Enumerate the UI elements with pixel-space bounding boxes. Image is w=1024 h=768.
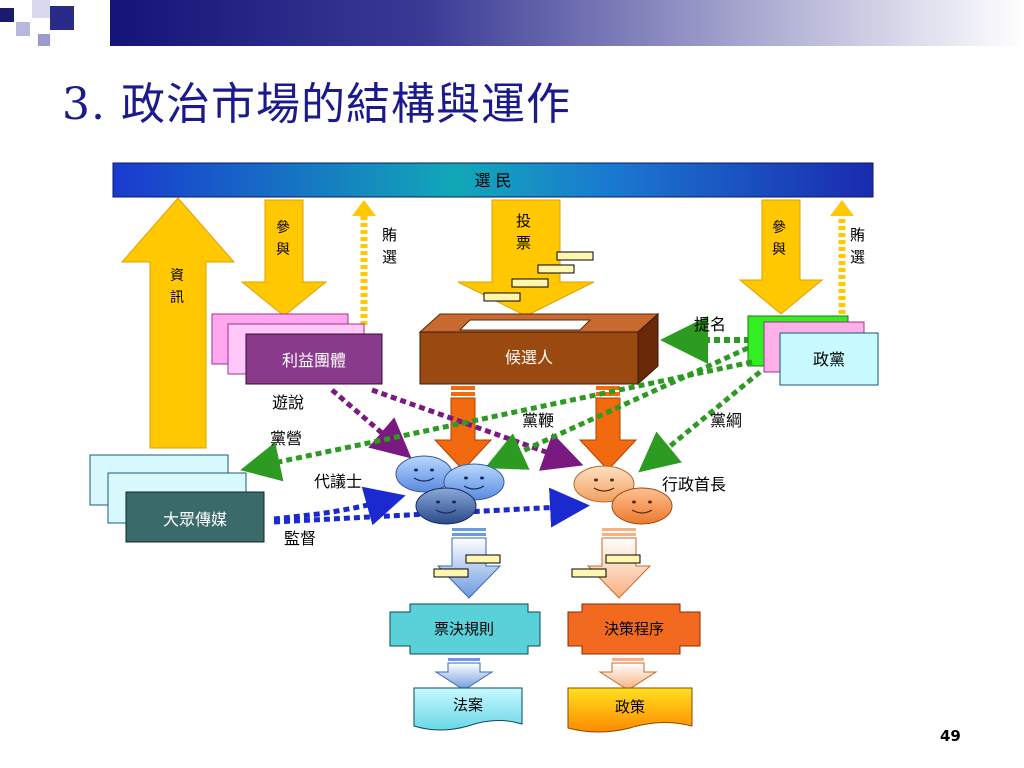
decorative-squares	[0, 0, 74, 46]
participate-arrow-left: 參 與	[240, 199, 328, 317]
executive-to-process-arrow	[571, 528, 652, 599]
voting-rules-label: 票決規則	[434, 620, 494, 638]
bribery-arrow-left: 賄 選	[352, 200, 397, 325]
process-to-policy-arrow	[598, 658, 658, 691]
candidates-box: 候選人	[418, 312, 660, 386]
bribery-right-char-2: 選	[850, 248, 865, 266]
vote-char-1: 投	[516, 212, 531, 230]
bills-document: 法案	[413, 687, 523, 731]
participate-right-char-2: 與	[772, 242, 786, 258]
participate-left-char-1: 參	[276, 220, 290, 236]
party-influence-arrows: 黨鞭 黨綱 黨營	[240, 345, 762, 482]
legislators-label: 代議士	[314, 472, 362, 491]
bribery-left-char-2: 選	[382, 248, 397, 266]
bribery-right-char-1: 賄	[850, 226, 865, 244]
interest-groups-label: 利益團體	[282, 351, 346, 370]
candidates-to-executive-arrow	[578, 386, 638, 471]
info-char-2: 訊	[170, 290, 184, 306]
title-banner	[110, 0, 1024, 46]
lobbying-arrows: 遊說	[272, 387, 584, 471]
policy-process-label: 決策程序	[604, 620, 664, 638]
lobbying-label: 遊說	[272, 393, 304, 412]
executive-head-label: 行政首長	[662, 475, 726, 494]
political-party-label: 政黨	[813, 350, 845, 369]
voting-rules-box: 票決規則	[389, 603, 541, 655]
rules-to-bills-arrow	[434, 658, 494, 691]
voters-bar: 選 民	[112, 162, 874, 198]
slide-title: 3. 政治市場的結構與運作	[62, 79, 571, 130]
interest-groups-box: 利益團體	[211, 313, 383, 385]
info-arrow: 資 訊	[120, 197, 236, 449]
participate-arrow-right: 參 與	[738, 199, 824, 315]
vote-char-2: 票	[516, 234, 531, 252]
legislators-to-rules-arrow	[433, 528, 502, 599]
legislators-faces: 代議士	[314, 455, 505, 525]
party-run-media-label: 黨營	[270, 429, 302, 448]
vote-arrow: 投 票	[457, 199, 595, 317]
ballot-slips	[483, 251, 594, 302]
party-whip-label: 黨鞭	[522, 411, 554, 430]
nominate-label: 提名	[694, 315, 726, 334]
participate-left-char-2: 與	[276, 242, 290, 258]
bribery-left-char-1: 賄	[382, 226, 397, 244]
candidates-to-legislators-arrow	[433, 386, 493, 471]
supervise-label: 監督	[284, 529, 316, 548]
policy-process-box: 決策程序	[567, 603, 701, 655]
party-platform-label: 黨綱	[710, 411, 742, 430]
page-number: 49	[940, 727, 961, 745]
policy-label: 政策	[615, 698, 645, 716]
nominate-arrow: 提名	[660, 315, 750, 364]
political-party-box: 政黨	[747, 315, 879, 386]
mass-media-label: 大眾傳媒	[163, 510, 227, 529]
bribery-arrow-right: 賄 選	[830, 200, 865, 314]
policy-document: 政策	[567, 687, 693, 733]
participate-right-char-1: 參	[772, 220, 786, 236]
executive-head-faces: 行政首長	[573, 465, 726, 525]
bills-label: 法案	[453, 696, 483, 714]
candidates-label: 候選人	[505, 348, 553, 367]
info-char-1: 資	[170, 268, 184, 284]
mass-media-box: 大眾傳媒	[89, 454, 265, 543]
voters-label: 選 民	[474, 171, 511, 190]
